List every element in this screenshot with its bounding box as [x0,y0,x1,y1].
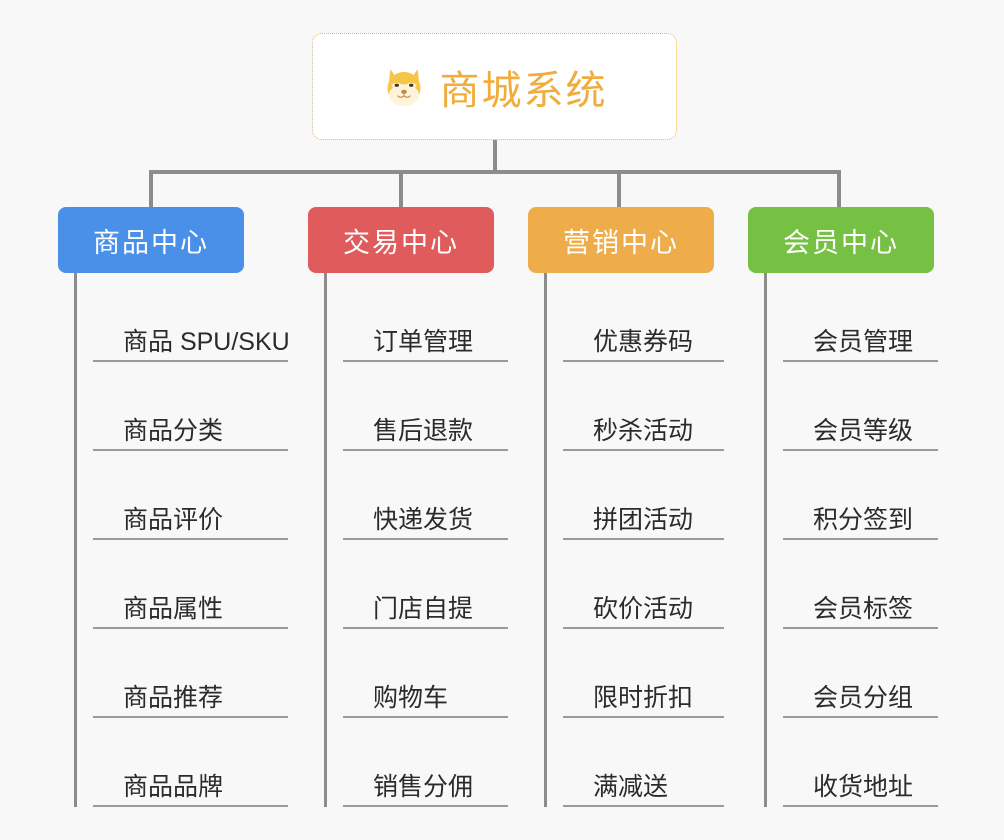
branch-header-label: 营销中心 [563,227,679,258]
root-title: 商城系统 [439,68,608,113]
branch-header-marketing-center[interactable]: 营销中心 [528,207,714,273]
list-item-label: 商品 SPU/SKU [123,328,290,357]
connector-horizontal-bus [149,170,841,174]
branch-header-label: 商品中心 [93,227,209,258]
list-item[interactable]: 商品品牌 [93,718,288,807]
branch-product-center: 商品中心 商品 SPU/SKU 商品分类 商品评价 商品属性 商品推荐 商品品牌 [58,207,290,807]
list-item-label: 商品属性 [123,595,224,624]
list-item[interactable]: 商品推荐 [93,629,288,718]
list-item-label: 会员管理 [813,328,914,357]
list-item-label: 会员等级 [813,417,914,446]
branch-header-member-center[interactable]: 会员中心 [748,207,934,273]
connector-drop-2 [399,170,403,208]
list-item-label: 限时折扣 [593,684,694,713]
list-item[interactable]: 商品属性 [93,540,288,629]
list-item[interactable]: 销售分佣 [343,718,508,807]
branch-items-product-center: 商品 SPU/SKU 商品分类 商品评价 商品属性 商品推荐 商品品牌 [74,273,290,807]
branch-items-trade-center: 订单管理 售后退款 快递发货 门店自提 购物车 销售分佣 [324,273,508,807]
list-item-label: 收货地址 [813,773,914,802]
connector-drop-1 [149,170,153,208]
list-item[interactable]: 快递发货 [343,451,508,540]
list-item-label: 售后退款 [373,417,474,446]
branch-member-center: 会员中心 会员管理 会员等级 积分签到 会员标签 会员分组 收货地址 [748,207,938,807]
list-item[interactable]: 商品评价 [93,451,288,540]
list-item-label: 购物车 [373,684,449,713]
list-item-label: 拼团活动 [593,506,694,535]
list-item-label: 销售分佣 [373,773,474,802]
shiba-dog-face-icon [382,65,426,109]
list-item[interactable]: 订单管理 [343,273,508,362]
branch-marketing-center: 营销中心 优惠券码 秒杀活动 拼团活动 砍价活动 限时折扣 满减送 [528,207,724,807]
list-item-label: 商品分类 [123,417,224,446]
list-item[interactable]: 砍价活动 [563,540,724,629]
list-item[interactable]: 积分签到 [783,451,938,540]
list-item[interactable]: 限时折扣 [563,629,724,718]
list-item[interactable]: 商品分类 [93,362,288,451]
connector-root-stem [493,140,497,172]
list-item-label: 商品评价 [123,506,224,535]
list-item[interactable]: 收货地址 [783,718,938,807]
list-item-label: 会员标签 [813,595,914,624]
list-item[interactable]: 优惠券码 [563,273,724,362]
list-item[interactable]: 会员管理 [783,273,938,362]
list-item-label: 砍价活动 [593,595,694,624]
list-item-label: 秒杀活动 [593,417,694,446]
branch-trade-center: 交易中心 订单管理 售后退款 快递发货 门店自提 购物车 销售分佣 [308,207,508,807]
list-item[interactable]: 会员分组 [783,629,938,718]
list-item-label: 商品品牌 [123,773,224,802]
list-item[interactable]: 秒杀活动 [563,362,724,451]
connector-drop-3 [617,170,621,208]
list-item[interactable]: 拼团活动 [563,451,724,540]
list-item[interactable]: 满减送 [563,718,724,807]
list-item-label: 积分签到 [813,506,914,535]
list-item[interactable]: 会员等级 [783,362,938,451]
list-item[interactable]: 会员标签 [783,540,938,629]
branch-items-member-center: 会员管理 会员等级 积分签到 会员标签 会员分组 收货地址 [764,273,938,807]
branch-header-label: 交易中心 [343,227,459,258]
list-item[interactable]: 商品 SPU/SKU [93,273,290,362]
list-item-label: 优惠券码 [593,328,694,357]
list-item-label: 订单管理 [373,328,474,357]
branch-items-marketing-center: 优惠券码 秒杀活动 拼团活动 砍价活动 限时折扣 满减送 [544,273,724,807]
list-item-label: 快递发货 [373,506,474,535]
branch-header-trade-center[interactable]: 交易中心 [308,207,494,273]
list-item-label: 商品推荐 [123,684,224,713]
branch-header-label: 会员中心 [783,227,899,258]
list-item-label: 门店自提 [373,595,474,624]
list-item[interactable]: 门店自提 [343,540,508,629]
root-node-shopping-mall-system[interactable]: 商城系统 [312,33,677,140]
list-item[interactable]: 售后退款 [343,362,508,451]
branch-header-product-center[interactable]: 商品中心 [58,207,244,273]
list-item-label: 满减送 [593,773,669,802]
list-item[interactable]: 购物车 [343,629,508,718]
connector-drop-4 [837,170,841,208]
list-item-label: 会员分组 [813,684,914,713]
